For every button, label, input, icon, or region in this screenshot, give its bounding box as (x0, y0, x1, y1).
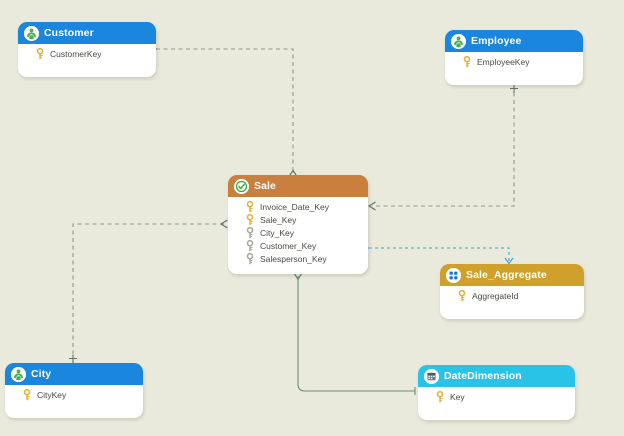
relationship-sale-to-sale-aggregate[interactable] (362, 244, 514, 265)
key-icon (34, 47, 46, 60)
entity-title-customer: Customer (44, 27, 94, 39)
check-circle-icon (234, 178, 249, 194)
field-label: Salesperson_Key (260, 253, 327, 264)
field-label: Key (450, 391, 465, 402)
field-label: AggregateId (472, 290, 519, 301)
field-row[interactable]: City_Key (228, 226, 368, 239)
entity-fields-employee: EmployeeKey (445, 52, 583, 72)
field-label: Sale_Key (260, 214, 297, 225)
field-label: City_Key (260, 227, 295, 238)
entity-title-date-dimension: DateDimension (444, 370, 522, 382)
grid-table-icon (446, 267, 461, 283)
field-row[interactable]: CityKey (5, 388, 143, 401)
field-row[interactable]: Salesperson_Key (228, 252, 368, 265)
field-row[interactable]: Key (418, 390, 575, 403)
field-row[interactable]: AggregateId (440, 289, 584, 302)
relationship-sale-to-date-dimension[interactable] (293, 272, 416, 395)
field-row[interactable]: Invoice_Date_Key (228, 200, 368, 213)
field-label: Invoice_Date_Key (260, 201, 329, 212)
entity-title-city: City (31, 368, 52, 380)
field-label: CityKey (37, 389, 67, 400)
entity-fields-date-dimension: Key (418, 387, 575, 407)
people-icon (451, 33, 466, 49)
relationship-employee-to-sale[interactable] (367, 85, 518, 211)
entity-header-city[interactable]: City (5, 363, 143, 385)
entity-header-employee[interactable]: Employee (445, 30, 583, 52)
field-row[interactable]: CustomerKey (18, 47, 156, 60)
key-icon (244, 213, 256, 226)
entity-header-customer[interactable]: Customer (18, 22, 156, 44)
entity-header-date-dimension[interactable]: DateDimension (418, 365, 575, 387)
entity-fields-customer: CustomerKey (18, 44, 156, 64)
field-row[interactable]: EmployeeKey (445, 55, 583, 68)
key-icon (244, 226, 256, 239)
field-label: CustomerKey (50, 48, 102, 59)
relationship-customer-to-sale[interactable] (149, 45, 298, 177)
field-label: Customer_Key (260, 240, 317, 251)
field-row[interactable]: Sale_Key (228, 213, 368, 226)
field-label: EmployeeKey (477, 56, 530, 67)
field-row[interactable]: Customer_Key (228, 239, 368, 252)
people-icon (24, 25, 39, 41)
key-icon (434, 390, 446, 403)
entity-header-sale[interactable]: Sale (228, 175, 368, 197)
key-icon (244, 239, 256, 252)
entity-title-sale-aggregate: Sale_Aggregate (466, 269, 547, 281)
entity-title-sale: Sale (254, 180, 276, 192)
entity-title-employee: Employee (471, 35, 522, 47)
calendar-icon (424, 368, 439, 384)
key-icon (244, 200, 256, 213)
relationship-city-to-sale[interactable] (69, 219, 228, 363)
entity-fields-city: CityKey (5, 385, 143, 405)
people-icon (11, 366, 26, 382)
entity-header-sale-aggregate[interactable]: Sale_Aggregate (440, 264, 584, 286)
key-icon (244, 252, 256, 265)
key-icon (461, 55, 473, 68)
entity-fields-sale-aggregate: AggregateId (440, 286, 584, 306)
key-icon (456, 289, 468, 302)
key-icon (21, 388, 33, 401)
